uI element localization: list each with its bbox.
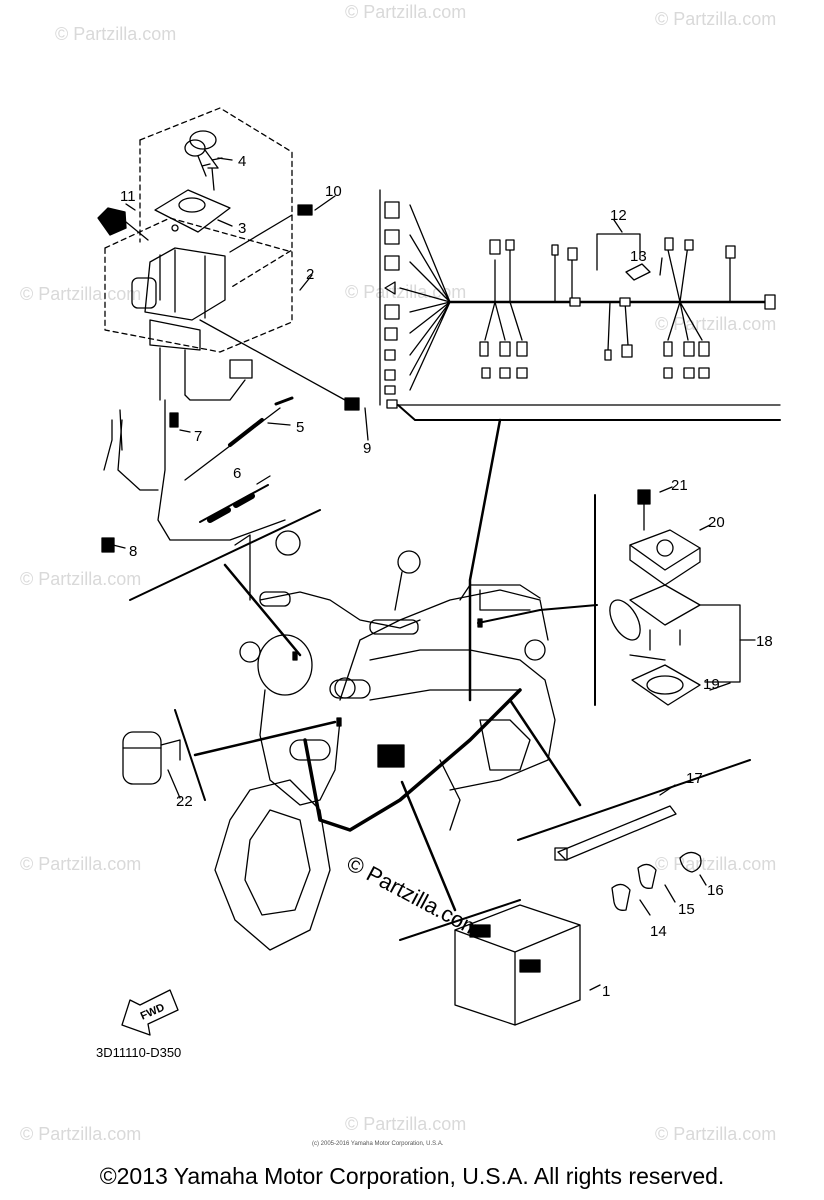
clamp-group	[611, 851, 702, 911]
callout-7: 7	[194, 428, 202, 445]
callout-14: 14	[650, 923, 667, 940]
callout-17: 17	[686, 770, 703, 787]
divider-line	[174, 709, 206, 801]
callout-12: 12	[610, 207, 627, 224]
copyright-notice: ©2013 Yamaha Motor Corporation, U.S.A. A…	[99, 1163, 725, 1189]
callout-1: 1	[602, 983, 610, 1000]
watermark-text: © Partzilla.com	[345, 2, 466, 22]
callout-10: 10	[325, 183, 342, 200]
callout-21: 21	[671, 477, 688, 494]
fwd-arrow-icon	[121, 989, 179, 1036]
cable-tie	[554, 805, 677, 861]
callout-5: 5	[296, 419, 304, 436]
callout-3: 3	[238, 220, 246, 237]
watermark-text: © Partzilla.com	[20, 1124, 141, 1144]
watermark-text: © Partzilla.com	[20, 854, 141, 874]
fwd-label: FWD	[139, 1001, 167, 1022]
scooter-illustration	[193, 418, 598, 951]
callout-labels: 1 2 3 4 5 6 7 8 9 10 11 12 13 14 15 16 1…	[120, 153, 773, 1000]
callout-16: 16	[707, 882, 724, 899]
divider-line	[517, 759, 751, 841]
wire-harness	[379, 189, 781, 409]
fuel-sender-group	[609, 489, 741, 706]
callout-6: 6	[233, 465, 241, 482]
watermark-text: © Partzilla.com	[20, 284, 141, 304]
watermark-text: © Partzilla.com	[345, 282, 466, 302]
watermark-text: © Partzilla.com	[20, 569, 141, 589]
watermark-text: © Partzilla.com	[655, 854, 776, 874]
watermark-text: © Partzilla.com	[55, 24, 176, 44]
callout-4: 4	[238, 153, 246, 170]
callout-8: 8	[129, 543, 137, 560]
watermark-text: © Partzilla.com	[345, 1114, 466, 1134]
divider-line	[397, 404, 781, 421]
main-switch-assembly	[97, 107, 360, 553]
callout-15: 15	[678, 901, 695, 918]
callout-22: 22	[176, 793, 193, 810]
callout-2: 2	[306, 266, 314, 283]
watermark-text: © Partzilla.com	[655, 1124, 776, 1144]
drawing-code: 3D11110-D350	[96, 1045, 181, 1060]
callout-20: 20	[708, 514, 725, 531]
callout-13: 13	[630, 248, 647, 265]
callout-9: 9	[363, 440, 371, 457]
watermark-text: © Partzilla.com	[655, 9, 776, 29]
relay	[122, 731, 181, 785]
watermark-layer: © Partzilla.com © Partzilla.com © Partzi…	[20, 2, 776, 1144]
callout-11: 11	[120, 188, 136, 205]
key-icon	[184, 130, 223, 177]
callout-bracket	[596, 233, 641, 271]
divider-line	[399, 899, 521, 941]
divider-line	[129, 509, 321, 601]
callout-18: 18	[756, 633, 773, 650]
center-watermark: © Partzilla.com	[343, 850, 486, 942]
battery	[454, 904, 581, 1026]
small-credit: (c) 2005-2016 Yamaha Motor Corporation, …	[312, 1141, 444, 1147]
callout-19: 19	[703, 676, 720, 693]
